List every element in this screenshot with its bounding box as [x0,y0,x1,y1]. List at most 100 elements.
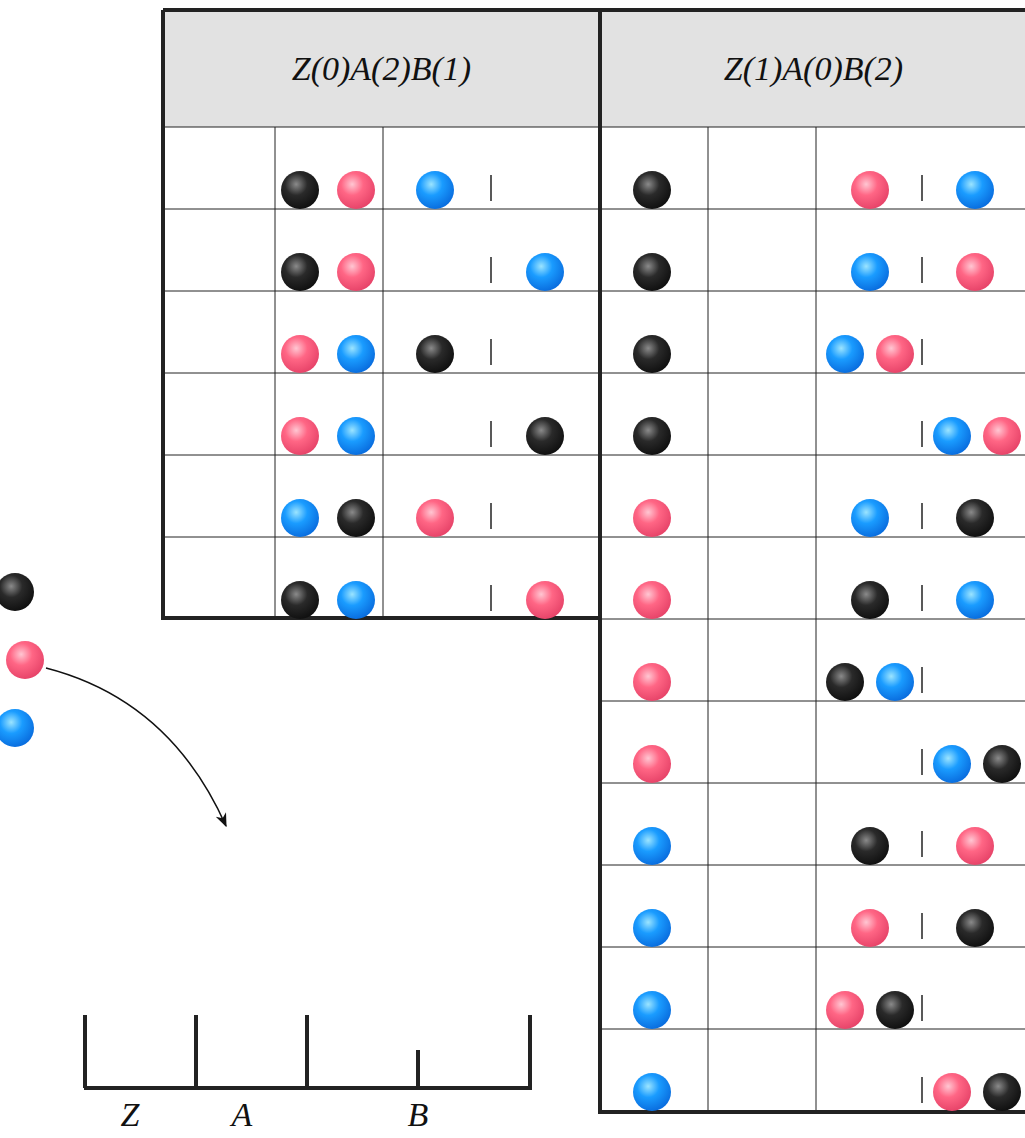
row-line [600,783,1025,784]
column-line [708,127,709,1111]
divider-tick [490,585,492,611]
ball [526,581,564,619]
divider-tick [921,995,923,1021]
ball [416,335,454,373]
divider-tick [921,503,923,529]
box-wall [305,1015,309,1088]
divider-tick [921,667,923,693]
row-line [163,537,600,538]
ball [851,253,889,291]
ball [851,499,889,537]
ball [851,827,889,865]
ball [956,581,994,619]
ball [281,417,319,455]
ball [281,171,319,209]
divider-tick [921,175,923,201]
ball [933,1073,971,1111]
ball [826,991,864,1029]
ball [956,499,994,537]
ball [633,909,671,947]
ball [851,909,889,947]
row-line [600,127,1025,128]
ball [956,909,994,947]
row-line [163,127,600,128]
header-text: Z(1)A(0)B(2) [724,50,903,88]
box-wall [194,1015,198,1088]
ball [826,335,864,373]
ball [0,709,34,747]
ball [633,253,671,291]
divider-tick [490,175,492,201]
divider-tick [490,257,492,283]
ball [6,641,44,679]
ball [281,581,319,619]
row-line [163,373,600,374]
column-line [383,127,384,618]
row-line [600,1029,1025,1030]
ball [526,417,564,455]
row-line [600,291,1025,292]
ball [337,253,375,291]
divider-tick [921,913,923,939]
ball [851,581,889,619]
ball [416,171,454,209]
ball [281,253,319,291]
box-wall [528,1015,532,1088]
box-label: A [232,1098,253,1132]
ball [526,253,564,291]
row-line [600,209,1025,210]
ball [983,1073,1021,1111]
box-wall [83,1015,87,1088]
row-line [600,947,1025,948]
ball [337,171,375,209]
row-line [600,455,1025,456]
ball [281,499,319,537]
ball [337,335,375,373]
ball [876,991,914,1029]
ball [956,253,994,291]
ball [956,827,994,865]
header-fill [600,10,1025,127]
ball [416,499,454,537]
divider-tick [921,585,923,611]
ball [633,499,671,537]
ball [633,335,671,373]
table-header: Z(0)A(2)B(1) [165,12,598,126]
ball [826,663,864,701]
ball [0,573,34,611]
box-label: Z [121,1098,140,1132]
ball [633,827,671,865]
column-line [275,127,276,618]
row-line [163,209,600,210]
ball [633,581,671,619]
divider-tick [921,749,923,775]
table-border [161,616,600,620]
row-line [600,537,1025,538]
divider-tick [490,339,492,365]
ball [876,335,914,373]
table-border [163,8,1025,12]
box-label: B [408,1098,429,1132]
ball [983,745,1021,783]
ball [876,663,914,701]
ball [983,417,1021,455]
ball [337,499,375,537]
ball [281,335,319,373]
ball [933,745,971,783]
ball [633,663,671,701]
curved-arrow [46,668,226,826]
table-border [598,1110,1025,1114]
divider-tick [921,831,923,857]
ball [633,745,671,783]
table-header: Z(1)A(0)B(2) [602,12,1025,126]
box-wall [416,1050,420,1088]
ball [956,171,994,209]
divider-tick [921,421,923,447]
row-line [163,291,600,292]
row-line [600,619,1025,620]
row-line [163,455,600,456]
row-line [600,865,1025,866]
ball [851,171,889,209]
divider-tick [921,257,923,283]
